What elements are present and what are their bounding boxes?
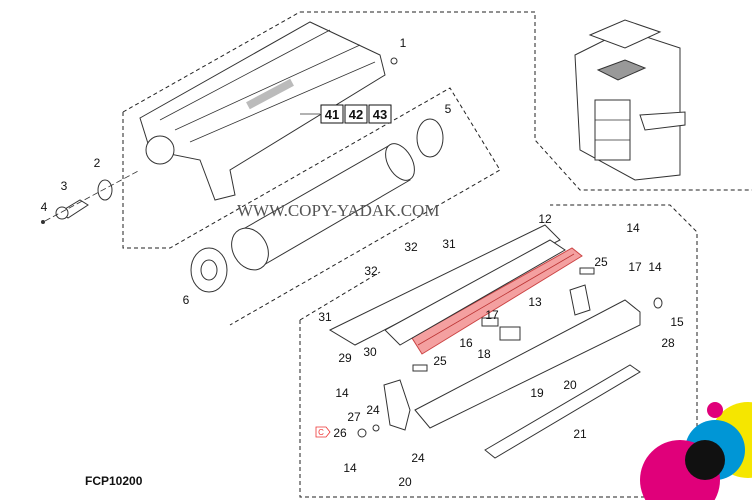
callout-27: 27 (347, 410, 361, 424)
callout-19: 19 (530, 386, 544, 400)
watermark: WWW.COPY-YADAK.COM (237, 201, 439, 220)
fuser-chassis (139, 21, 386, 201)
callout-24: 24 (366, 403, 380, 417)
callout-6: 6 (183, 293, 190, 307)
callout-2: 2 (94, 156, 101, 170)
callout-15: 15 (670, 315, 684, 329)
callout-32: 32 (404, 240, 418, 254)
screw-4 (41, 220, 45, 224)
upper-frame (300, 11, 752, 191)
callout-14: 14 (335, 386, 349, 400)
lower-assembly (328, 224, 663, 459)
callout-14: 14 (626, 221, 640, 235)
callout-20: 20 (563, 378, 577, 392)
ref-43: 43 (373, 107, 387, 122)
badge-c-label: C (318, 428, 324, 437)
callout-30: 30 (363, 345, 377, 359)
callout-5: 5 (445, 102, 452, 116)
cmyk-logo (640, 402, 752, 500)
callout-24: 24 (411, 451, 425, 465)
callout-31: 31 (442, 237, 456, 251)
printer-illustration (574, 19, 686, 181)
callout-14: 14 (648, 260, 662, 274)
lower-frame-top (299, 271, 381, 321)
callout-28: 28 (661, 336, 675, 350)
callout-25: 25 (594, 255, 608, 269)
flange-5 (416, 118, 444, 158)
callout-4: 4 (41, 200, 48, 214)
badge-c: C (315, 426, 331, 438)
callout-21: 21 (573, 427, 587, 441)
callout-16: 16 (459, 336, 473, 350)
callout-13: 13 (528, 295, 542, 309)
callout-26: 26 (333, 426, 347, 440)
callout-18: 18 (477, 347, 491, 361)
callout-25: 25 (433, 354, 447, 368)
diagram-code: FCP10200 (85, 474, 143, 488)
callout-17: 17 (628, 260, 642, 274)
reference-boxes: 41 42 43 (320, 104, 392, 124)
callout-14: 14 (343, 461, 357, 475)
callout-12: 12 (538, 212, 552, 226)
callout-17: 17 (485, 308, 499, 322)
ref-41: 41 (325, 107, 339, 122)
ref-42: 42 (349, 107, 363, 122)
upper-frame-left (122, 11, 301, 113)
gear-2 (97, 179, 113, 201)
callout-31: 31 (318, 310, 332, 324)
callout-20: 20 (398, 475, 412, 489)
heat-roller (190, 118, 444, 293)
callout-32: 32 (364, 264, 378, 278)
callout-1: 1 (400, 36, 407, 50)
callout-labels: 1 5 2 3 4 6 12 32 31 14 25 32 17 14 13 3… (41, 36, 684, 489)
callout-29: 29 (338, 351, 352, 365)
roller-frame (122, 87, 501, 326)
screw-1 (390, 57, 398, 65)
callout-3: 3 (61, 179, 68, 193)
lower-frame (299, 204, 698, 498)
